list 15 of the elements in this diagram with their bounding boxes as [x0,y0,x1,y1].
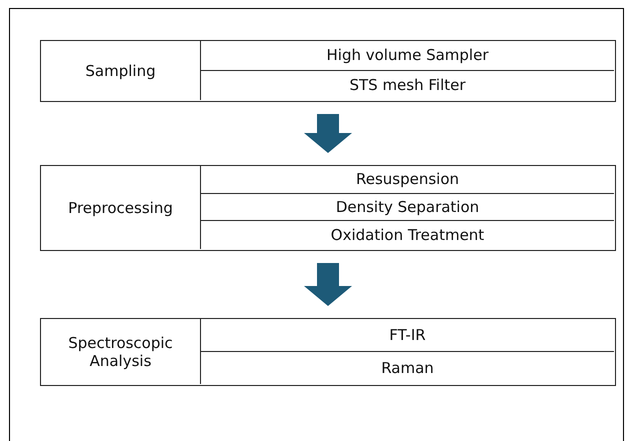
stage-cell: Sampling [41,41,201,100]
step-cell: FT-IR [201,319,614,352]
stage-table [40,40,616,102]
step-cell: Density Separation [201,194,614,222]
stage-table [40,318,616,386]
step-cell: Resuspension [201,166,614,194]
step-cell: Raman [201,352,614,384]
step-cell: High volume Sampler [201,41,614,70]
stage-cell: Preprocessing [41,166,201,249]
flow-arrow [304,263,352,306]
step-cell: Oxidation Treatment [201,221,614,249]
flow-arrow [304,114,352,153]
stage-cell: Spectroscopic Analysis [41,319,201,384]
stage-table [40,165,616,251]
step-cell: STS mesh Filter [201,70,614,100]
